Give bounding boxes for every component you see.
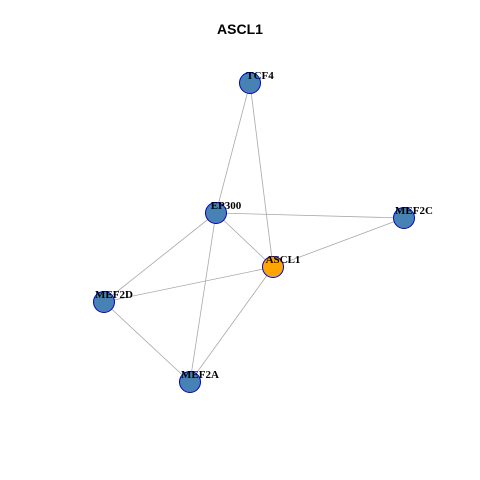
edge-tcf4-ep300 xyxy=(215,82,251,214)
graph-title: ASCL1 xyxy=(217,21,263,37)
edge-tcf4-ascl1 xyxy=(249,82,274,268)
node-label-ascl1: ASCL1 xyxy=(266,254,301,266)
edge-ascl1-mef2a xyxy=(189,266,274,383)
node-label-tcf4: TCF4 xyxy=(246,70,274,82)
edge-ep300-ascl1 xyxy=(215,212,274,268)
node-label-mef2a: MEF2A xyxy=(181,369,219,381)
edge-mef2d-mef2a xyxy=(103,301,191,383)
node-ascl1[interactable] xyxy=(262,256,284,278)
node-tcf4[interactable] xyxy=(239,72,261,94)
node-label-ep300: EP300 xyxy=(211,200,242,212)
node-label-mef2d: MEF2D xyxy=(95,289,133,301)
edge-ep300-mef2a xyxy=(189,212,217,383)
edge-ascl1-mef2d xyxy=(103,266,274,303)
edge-ep300-mef2d xyxy=(103,212,217,303)
edges-layer xyxy=(103,82,405,383)
node-mef2d[interactable] xyxy=(93,291,115,313)
node-mef2c[interactable] xyxy=(393,207,415,229)
edge-ascl1-mef2c xyxy=(272,217,405,268)
node-ep300[interactable] xyxy=(205,202,227,224)
nodes-layer xyxy=(93,72,415,393)
edge-ep300-mef2c xyxy=(215,212,405,219)
node-label-mef2c: MEF2C xyxy=(395,205,433,217)
node-mef2a[interactable] xyxy=(179,371,201,393)
